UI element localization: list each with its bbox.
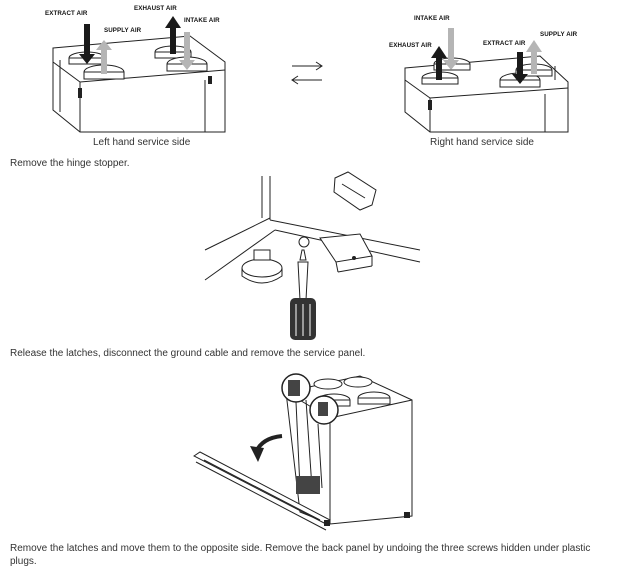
exhaust-air-arrow xyxy=(170,26,176,54)
label-exhaust-air-right: EXHAUST AIR xyxy=(389,42,432,49)
intake-air-arrow-right xyxy=(448,28,454,62)
extract-air-arrow-right xyxy=(517,52,523,76)
supply-air-arrow xyxy=(101,48,107,74)
label-supply-air: SUPPLY AIR xyxy=(104,27,142,34)
intake-air-arrow xyxy=(184,32,190,62)
label-extract-air-right: EXTRACT AIR xyxy=(483,40,526,47)
caption-right-service-side: Right hand service side xyxy=(430,137,534,148)
label-supply-air-right: SUPPLY AIR xyxy=(540,31,578,38)
extract-air-arrow xyxy=(84,24,90,56)
label-extract-air: EXTRACT AIR xyxy=(45,10,88,17)
step-3-text: Remove the latches and move them to the … xyxy=(10,543,591,567)
exhaust-air-arrow-right xyxy=(436,56,442,80)
step-1-text: Remove the hinge stopper. xyxy=(10,158,130,169)
step-2-text: Release the latches, disconnect the grou… xyxy=(10,348,366,359)
label-intake-air-right: INTAKE AIR xyxy=(414,15,450,22)
caption-left-service-side: Left hand service side xyxy=(93,137,191,148)
label-intake-air: INTAKE AIR xyxy=(184,17,220,24)
supply-air-arrow-right xyxy=(531,50,537,74)
label-exhaust-air: EXHAUST AIR xyxy=(134,5,177,12)
